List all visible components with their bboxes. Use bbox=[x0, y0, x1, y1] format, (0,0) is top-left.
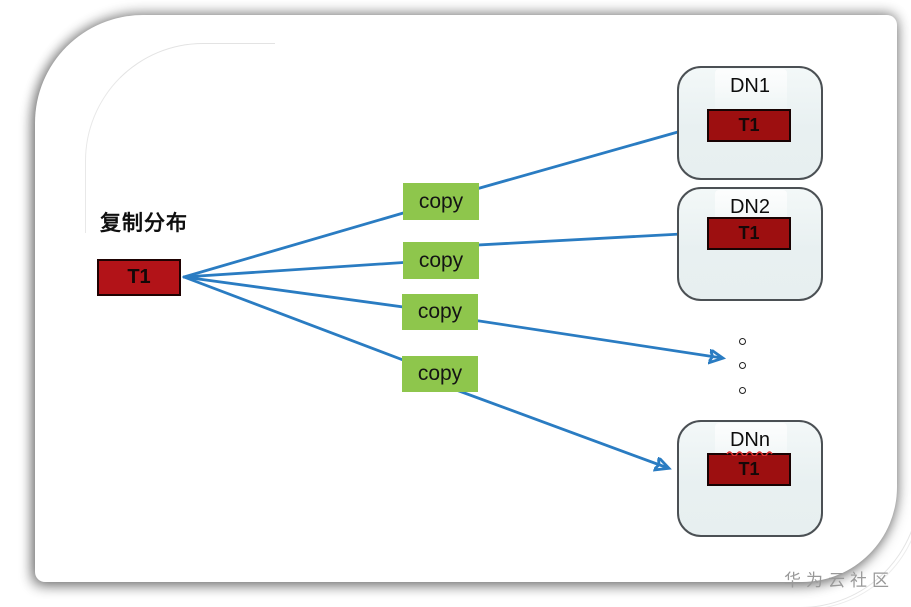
node-box-dn2: DN2 T1 bbox=[677, 187, 823, 301]
copy-label: copy bbox=[417, 300, 463, 323]
ellipsis-dot-icon bbox=[739, 387, 746, 394]
node-box-dn1: DN1 T1 bbox=[677, 66, 823, 180]
copy-box-2: copy bbox=[403, 242, 479, 279]
node-table-box: T1 bbox=[707, 109, 791, 142]
distribution-title-label: 复制分布 bbox=[100, 212, 188, 235]
ellipsis-dot-icon bbox=[739, 362, 746, 369]
node-name-label: DN1 bbox=[729, 75, 770, 97]
node-table-box: T1 bbox=[707, 217, 791, 250]
copy-box-3: copy bbox=[402, 294, 478, 330]
node-table-label: T1 bbox=[738, 459, 760, 479]
arrow-copy1-to-dn1 bbox=[439, 126, 699, 201]
ellipsis-dot-icon bbox=[739, 338, 746, 345]
node-name-label: DNn bbox=[729, 429, 770, 451]
node-name-label: DN2 bbox=[729, 196, 770, 218]
copy-box-1: copy bbox=[403, 183, 479, 220]
wavy-underline-icon bbox=[726, 451, 773, 456]
fan-line-to-copy3 bbox=[182, 275, 442, 314]
source-table-label: T1 bbox=[127, 266, 151, 288]
node-table-label: T1 bbox=[738, 223, 760, 243]
fan-line-to-copy4 bbox=[182, 275, 442, 376]
fan-line-to-copy2 bbox=[182, 258, 443, 279]
watermark-label: 华为云社区 bbox=[784, 571, 894, 590]
node-title: DN1 bbox=[679, 74, 821, 98]
arrow-copy3-to-ellipsis bbox=[438, 313, 722, 358]
node-title: DNn bbox=[679, 428, 821, 456]
copy-label: copy bbox=[417, 362, 463, 385]
node-table-label: T1 bbox=[738, 115, 760, 135]
copy-box-4: copy bbox=[402, 356, 478, 392]
fan-line-to-copy1 bbox=[182, 200, 443, 279]
arrow-copy4-to-dnn bbox=[438, 382, 668, 468]
source-table-box: T1 bbox=[97, 259, 181, 296]
copy-label: copy bbox=[418, 189, 464, 213]
node-title: DN2 bbox=[679, 195, 821, 219]
node-box-dnn: DNn T1 bbox=[677, 420, 823, 537]
copy-label: copy bbox=[418, 248, 464, 272]
node-table-box: T1 bbox=[707, 453, 791, 486]
arrow-copy2-to-dn2 bbox=[439, 233, 700, 249]
